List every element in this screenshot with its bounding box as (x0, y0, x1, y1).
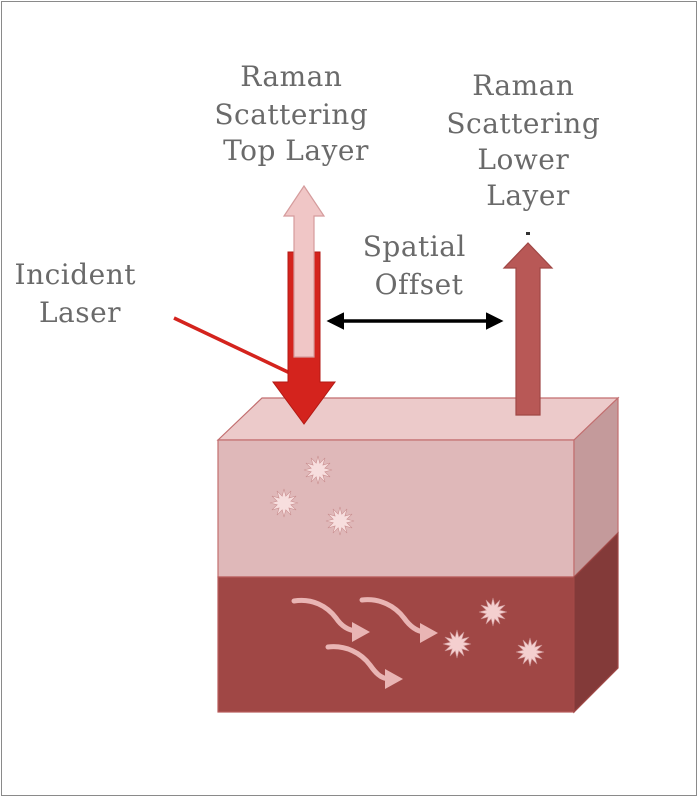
top-layer (217, 439, 575, 578)
starburst-icon (303, 455, 333, 485)
starburst-icon (269, 488, 299, 518)
lower-layer-side (573, 531, 619, 714)
curved-arrow-icon (291, 597, 370, 642)
small-dash-mark (526, 232, 530, 235)
starburst-icon (325, 506, 355, 536)
top-layer-top-face (216, 397, 620, 441)
top-scatter-label: Raman Scattering Top Layer (214, 60, 377, 167)
diffusion-paths (291, 597, 438, 689)
incident-laser-line (173, 316, 293, 376)
spatial-offset-label: Spatial Offset (363, 230, 476, 301)
incident-laser-label: Incident Laser (15, 258, 146, 329)
sample-block (216, 396, 620, 714)
starburst-icon (478, 597, 508, 627)
curved-arrow-icon (359, 597, 438, 643)
top-scatter-arrow (282, 184, 326, 358)
curved-arrow-icon (325, 644, 403, 689)
lower-scatter-arrow (502, 242, 554, 416)
scatter-events (269, 455, 545, 667)
lower-layer (217, 576, 575, 713)
starburst-icon (515, 637, 545, 667)
lower-scatter-label: Raman Scattering Lower Layer (446, 69, 609, 212)
starburst-icon (442, 629, 472, 659)
